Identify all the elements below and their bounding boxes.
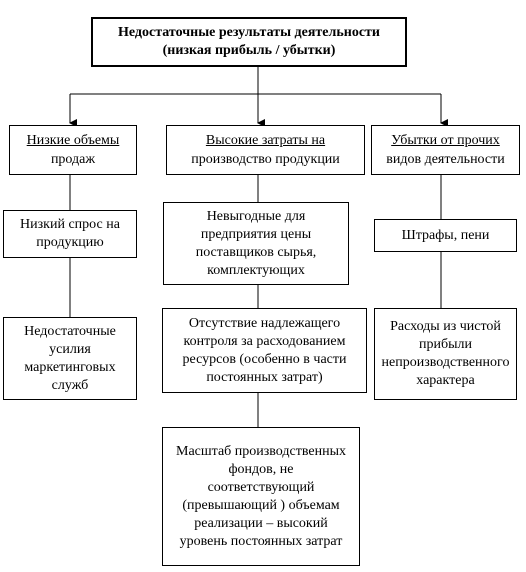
root-box: Недостаточные результаты деятельности (н… — [91, 17, 407, 67]
weak-marketing-text: Недостаточные усилия маркетинговых служб — [24, 323, 116, 393]
category-other-losses-rest: видов деятельности — [386, 152, 505, 167]
net-profit-expenses-text: Расходы из чистой прибыли непроизводстве… — [381, 319, 510, 388]
category-high-costs-box: Высокие затраты на производство продукци… — [166, 125, 365, 175]
category-other-losses-title: Убытки от прочих — [391, 133, 500, 148]
category-high-costs-rest: производство продукции — [191, 152, 340, 167]
category-low-sales-box: Низкие объемы продаж — [9, 125, 137, 175]
low-demand-box: Низкий спрос на продукцию — [3, 210, 137, 258]
fines-text: Штрафы, пени — [401, 227, 490, 243]
category-other-losses-box: Убытки от прочих видов деятельности — [371, 125, 520, 175]
category-high-costs-title: Высокие затраты на — [205, 133, 326, 148]
root-subtitle: (низкая прибыль / убытки) — [162, 43, 336, 58]
supplier-prices-text: Невыгодные для предприятия цены поставщи… — [195, 208, 317, 278]
supplier-prices-box: Невыгодные для предприятия цены поставщи… — [163, 202, 349, 285]
cost-control-box: Отсутствие надлежащего контроля за расхо… — [162, 308, 367, 393]
production-scale-box: Масштаб производственных фондов, не соот… — [162, 427, 360, 566]
category-low-sales-title: Низкие объемы — [26, 133, 120, 148]
root-title: Недостаточные результаты деятельности — [118, 25, 380, 40]
category-low-sales-rest: продаж — [50, 152, 96, 167]
production-scale-text: Масштаб производственных фондов, не соот… — [176, 443, 346, 549]
fines-box: Штрафы, пени — [374, 219, 517, 252]
cost-control-text: Отсутствие надлежащего контроля за расхо… — [182, 315, 347, 385]
net-profit-expenses-box: Расходы из чистой прибыли непроизводстве… — [374, 308, 517, 400]
weak-marketing-box: Недостаточные усилия маркетинговых служб — [3, 317, 137, 400]
low-demand-text: Низкий спрос на продукцию — [20, 217, 120, 250]
